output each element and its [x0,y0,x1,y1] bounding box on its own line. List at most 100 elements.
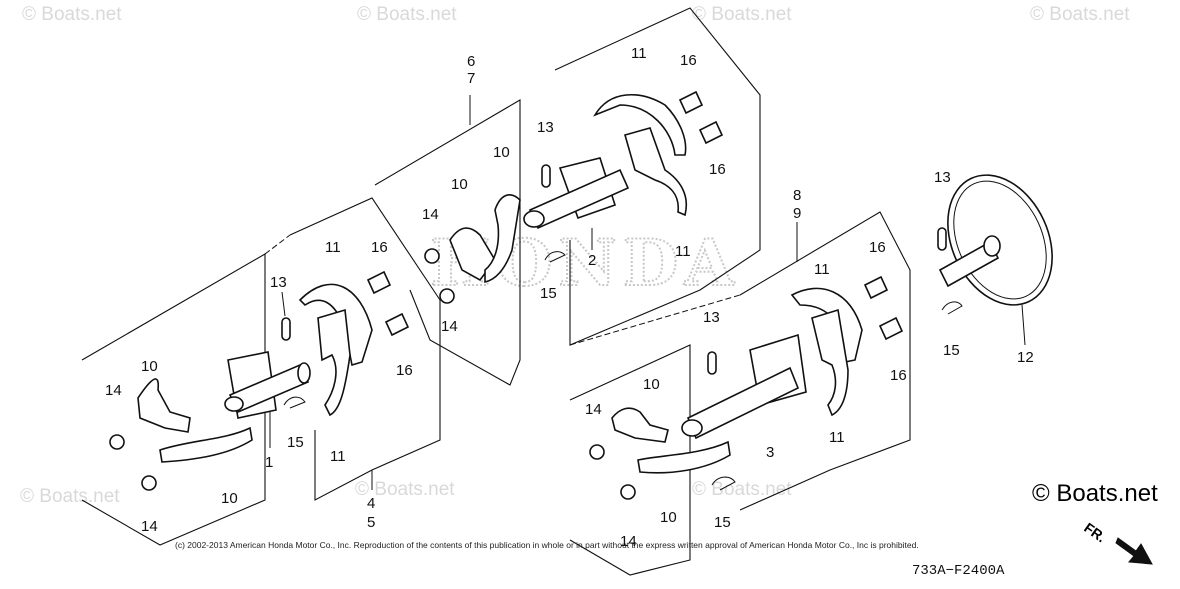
callout-16: 16 [396,362,413,379]
pin-13-d [937,227,947,251]
wheel-hub [983,235,1001,257]
frame-left-outer [81,253,266,546]
watermark: © Boats.net [22,4,122,25]
callout-16: 16 [709,161,726,178]
callout-14: 14 [585,401,602,418]
shaft-end-1 [224,396,244,412]
watermark: © Boats.net [20,486,120,507]
nut-14-e [589,444,605,460]
watermark: © Boats.net [692,4,792,25]
callout-5: 5 [367,514,375,531]
frame-top-outer [374,99,521,386]
shaft-end-3 [681,419,703,437]
callout-14: 14 [441,318,458,335]
bolt-16-a [366,270,392,295]
callout-13: 13 [537,119,554,136]
callout-10: 10 [141,358,158,375]
tine-11-upper-top [593,94,687,156]
wheel-axle [938,240,1000,288]
callout-6: 6 [467,53,475,70]
frame-right-outer [569,344,691,576]
assembly-left [81,197,441,546]
callout-14: 14 [141,518,158,535]
clip-15-c [711,476,736,491]
callout-9: 9 [793,205,801,222]
callout-13: 13 [270,274,287,291]
watermark: © Boats.net [692,479,792,500]
boats-net-logo: © Boats.net [1032,480,1158,507]
bolt-16-f [878,316,904,341]
tine-10-upper-left [137,378,191,433]
callout-10: 10 [451,176,468,193]
bolt-16-b [384,312,410,337]
tine-11-lower-right [811,308,849,417]
tine-11-lower-left [317,308,351,417]
callout-16: 16 [869,239,886,256]
callout-16: 16 [371,239,388,256]
nut-14-b [141,475,157,491]
callout-7: 7 [467,70,475,87]
frame-link [264,234,291,255]
arrow-right-icon [1115,537,1153,565]
bolt-16-e [863,275,889,300]
callout-13: 13 [934,169,951,186]
copyright-notice: (c) 2002-2013 American Honda Motor Co., … [175,540,919,550]
callout-15: 15 [287,434,304,451]
callout-10: 10 [493,144,510,161]
watermark: © Boats.net [355,479,455,500]
watermark: © Boats.net [1030,4,1130,25]
tine-11-upper-left [298,283,373,367]
callout-11: 11 [330,448,346,465]
leader [1021,304,1026,346]
callout-10: 10 [221,490,238,507]
nut-14-c [424,248,440,264]
callouts: 1 2 3 4 5 6 7 8 9 10 10 10 10 10 10 11 1… [105,45,1034,550]
tine-10-upper-right [611,407,669,443]
callout-3: 3 [766,444,774,461]
callout-4: 4 [367,495,375,512]
clip-15-b [544,251,566,263]
diagram-code: 733A−F2400A [912,563,1005,579]
callout-15: 15 [714,514,731,531]
assembly-right [569,211,911,576]
tine-11-lower-top [624,127,687,217]
callout-10: 10 [643,376,660,393]
nut-14-f [620,484,636,500]
callout-1: 1 [265,454,273,471]
callout-13: 13 [703,309,720,326]
shaft-end-2 [523,210,545,228]
callout-8: 8 [793,187,801,204]
clip-15-a [283,396,306,409]
callout-15: 15 [943,342,960,359]
callout-11: 11 [829,429,845,446]
callout-14: 14 [620,533,637,550]
nut-14-a [109,434,125,450]
wheel-assembly [937,174,1053,346]
callout-11: 11 [675,243,691,260]
callout-11: 11 [325,239,341,256]
callout-15: 15 [540,285,557,302]
bolt-16-d [698,120,724,145]
callout-16: 16 [890,367,907,384]
callout-2: 2 [588,252,596,269]
tine-10-lower-right [637,440,731,474]
frame-right-inner [739,211,911,511]
assembly-top [374,7,761,386]
bolt-16-c [678,90,704,115]
front-direction-indicator: FR. [1081,519,1153,565]
pin-13-a [281,317,291,341]
pin-13-b [541,164,551,188]
nut-14-d [439,288,455,304]
callout-14: 14 [105,382,122,399]
tine-shaft-3 [686,366,800,440]
callout-10: 10 [660,509,677,526]
callout-12: 12 [1017,349,1034,366]
leader [281,291,286,317]
frame-link [569,294,741,346]
tine-10-right-top [484,194,521,283]
tine-11-upper-right [790,287,863,363]
tine-10-lower-left [159,426,253,463]
frame-left-inner [289,197,441,501]
shaft-collar-1 [297,362,311,384]
